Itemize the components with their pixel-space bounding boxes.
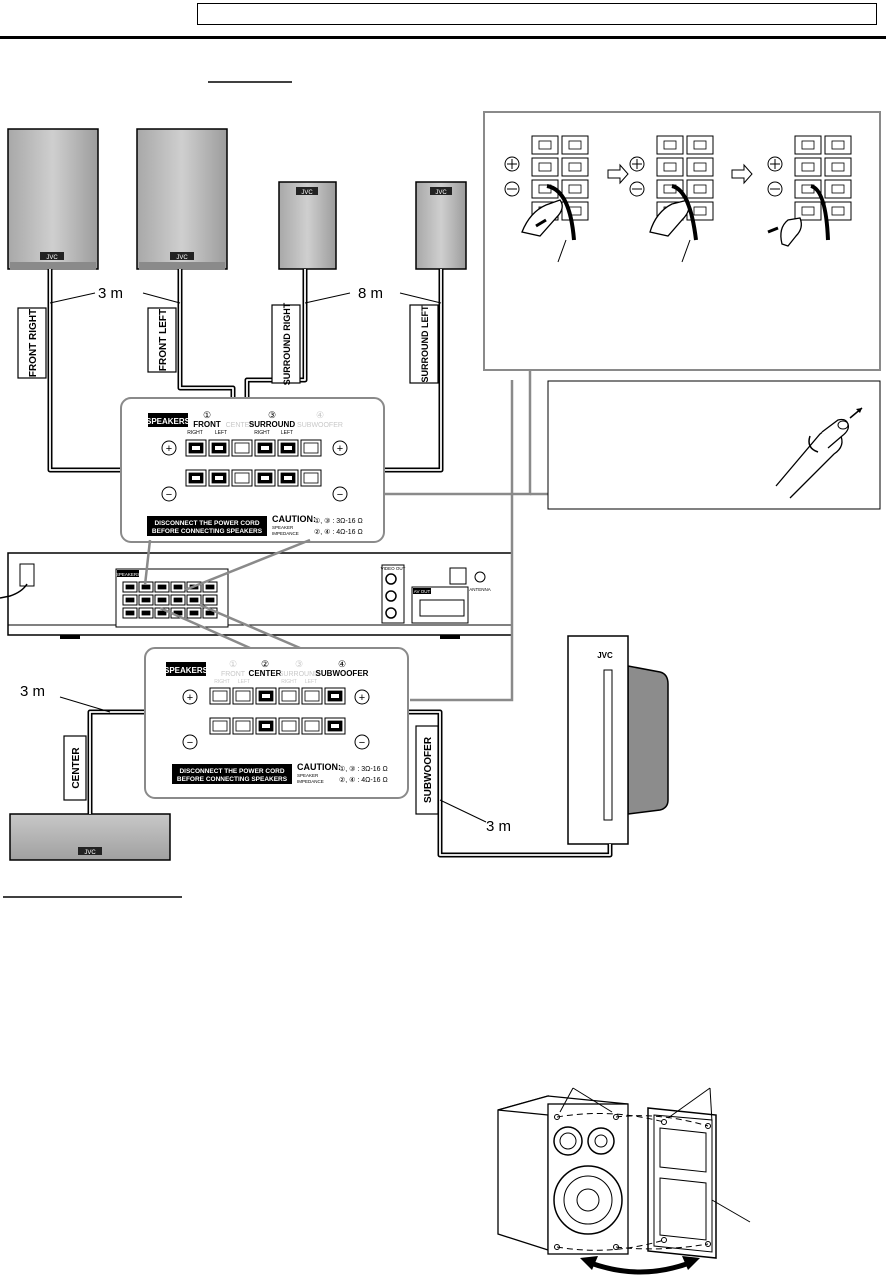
svg-text:SPEAKERS: SPEAKERS (146, 417, 191, 426)
tag-front-left: FRONT LEFT (147, 307, 177, 373)
svg-text:①: ① (229, 659, 237, 669)
svg-text:SUBWOOFER: SUBWOOFER (423, 736, 434, 803)
subwoofer-speaker: JVC (567, 635, 669, 845)
svg-text:FRONT: FRONT (193, 420, 221, 429)
distance-leaders (49, 292, 487, 823)
inset-wire-twist (547, 380, 881, 510)
brand-logo: JVC (46, 255, 58, 261)
svg-text:RIGHT: RIGHT (214, 679, 230, 685)
svg-text:③: ③ (268, 410, 276, 420)
header-rule (0, 36, 886, 39)
surround-left-speaker: JVC (415, 181, 467, 270)
svg-text:CENTER: CENTER (71, 747, 82, 789)
svg-text:−: − (187, 737, 193, 749)
svg-text:④: ④ (316, 410, 324, 420)
distance-center-label: 3 m (20, 683, 45, 700)
inset-connection-steps (483, 111, 881, 371)
svg-text:+: + (359, 692, 365, 704)
svg-text:RIGHT: RIGHT (187, 430, 203, 436)
svg-text:①, ③ : 3Ω-16 Ω: ①, ③ : 3Ω-16 Ω (339, 765, 388, 773)
svg-text:LEFT: LEFT (305, 679, 317, 685)
svg-text:+: + (337, 443, 343, 455)
center-speaker: JVC (9, 813, 171, 861)
svg-text:CAUTION:: CAUTION: (272, 514, 316, 524)
svg-text:CENTER: CENTER (249, 669, 282, 678)
svg-text:+: + (166, 443, 172, 455)
receiver-rear-panel: SPEAKERS VIDEO OUT AV OUT ANTENNA (0, 552, 513, 639)
brand-logo: JVC (301, 190, 313, 196)
svg-text:−: − (166, 489, 172, 501)
svg-text:LEFT: LEFT (281, 430, 293, 436)
svg-text:RIGHT: RIGHT (254, 430, 270, 436)
svg-text:−: − (359, 737, 365, 749)
zoom-callout-lines (143, 370, 548, 702)
svg-text:−: − (337, 489, 343, 501)
svg-text:ANTENNA: ANTENNA (469, 587, 491, 592)
svg-text:SURROUND: SURROUND (249, 420, 295, 429)
svg-text:IMPEDANCE: IMPEDANCE (272, 531, 299, 536)
svg-text:LEFT: LEFT (238, 679, 250, 685)
front-right-speaker: JVC (7, 128, 99, 270)
svg-text:FRONT RIGHT: FRONT RIGHT (28, 309, 39, 377)
brand-logo: JVC (435, 190, 447, 196)
svg-text:②: ② (261, 659, 269, 669)
tag-center: CENTER (63, 735, 87, 801)
svg-text:②, ④ : 4Ω-16 Ω: ②, ④ : 4Ω-16 Ω (339, 776, 388, 784)
svg-text:DISCONNECT THE POWER CORD: DISCONNECT THE POWER CORD (179, 768, 284, 775)
svg-text:CENTER: CENTER (226, 422, 255, 429)
brand-logo: JVC (597, 651, 613, 660)
brand-logo: JVC (176, 255, 188, 261)
svg-text:②, ④ : 4Ω-16 Ω: ②, ④ : 4Ω-16 Ω (314, 528, 363, 536)
tag-front-right: FRONT RIGHT (17, 307, 47, 379)
svg-text:FRONT: FRONT (221, 671, 246, 678)
svg-text:①, ③ : 3Ω-16 Ω: ①, ③ : 3Ω-16 Ω (314, 517, 363, 525)
svg-text:BEFORE CONNECTING SPEAKERS: BEFORE CONNECTING SPEAKERS (177, 776, 288, 783)
svg-text:FRONT LEFT: FRONT LEFT (158, 309, 169, 371)
speaker-terminal-panel-top: SPEAKERS ① FRONT RIGHT LEFT CENTER ③ SUR… (120, 397, 385, 543)
svg-text:③: ③ (295, 659, 303, 669)
svg-text:LEFT: LEFT (215, 430, 227, 436)
svg-text:④: ④ (338, 659, 346, 669)
svg-text:AV OUT: AV OUT (414, 589, 431, 594)
tag-subwoofer: SUBWOOFER (415, 725, 439, 815)
svg-text:VIDEO OUT: VIDEO OUT (381, 566, 406, 571)
svg-text:CAUTION:: CAUTION: (297, 762, 341, 772)
svg-text:SPEAKER: SPEAKER (297, 773, 319, 778)
svg-text:SUBWOOFER: SUBWOOFER (316, 669, 369, 678)
svg-text:SPEAKERS: SPEAKERS (116, 572, 140, 577)
svg-text:SURROUND: SURROUND (279, 671, 319, 678)
distance-surround-label: 8 m (358, 285, 383, 302)
header-box (197, 3, 877, 25)
svg-text:①: ① (203, 410, 211, 420)
svg-text:BEFORE CONNECTING SPEAKERS: BEFORE CONNECTING SPEAKERS (152, 528, 263, 535)
speaker-terminal-panel-bottom: SPEAKERS ① FRONT RIGHT LEFT ② CENTER ③ S… (144, 647, 409, 799)
svg-text:SPEAKER: SPEAKER (272, 525, 294, 530)
svg-text:DISCONNECT THE POWER CORD: DISCONNECT THE POWER CORD (154, 520, 259, 527)
svg-text:SUBWOOFER: SUBWOOFER (297, 422, 343, 429)
svg-text:+: + (187, 692, 193, 704)
svg-text:SURROUND LEFT: SURROUND LEFT (420, 305, 430, 382)
brand-logo: JVC (84, 850, 96, 856)
svg-text:SURROUND RIGHT: SURROUND RIGHT (282, 302, 292, 385)
speaker-grille-illustration (497, 1087, 751, 1275)
tag-surround-right: SURROUND RIGHT (271, 302, 301, 385)
svg-text:IMPEDANCE: IMPEDANCE (297, 779, 324, 784)
svg-text:SPEAKERS: SPEAKERS (164, 666, 209, 675)
front-left-speaker: JVC (136, 128, 228, 270)
tag-surround-left: SURROUND LEFT (409, 304, 439, 384)
distance-front-label: 3 m (98, 285, 123, 302)
svg-text:RIGHT: RIGHT (281, 679, 297, 685)
distance-subwoofer-label: 3 m (486, 818, 511, 835)
surround-right-speaker: JVC (278, 181, 337, 270)
